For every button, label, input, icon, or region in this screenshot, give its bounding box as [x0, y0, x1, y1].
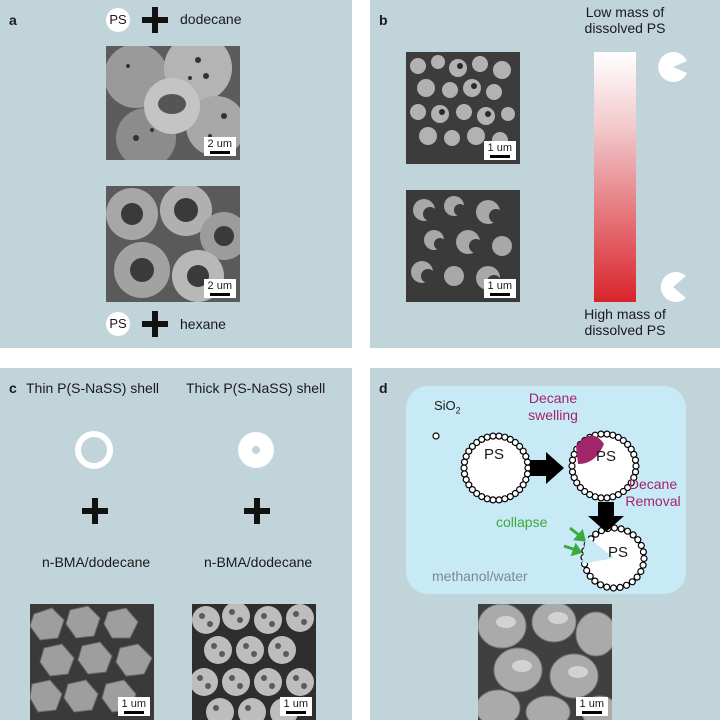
- scale-bar: 1 um: [575, 697, 608, 716]
- panel-a: a PS dodecane 2 um: [0, 0, 352, 348]
- plus-icon: [142, 7, 168, 33]
- scale-bar: 1 um: [483, 279, 516, 298]
- sem-image-hexane: 2 um: [106, 186, 240, 302]
- sem-image-dodecane: 2 um: [106, 46, 240, 160]
- plus-icon: [82, 498, 108, 524]
- scale-bar-label: 1 um: [283, 698, 308, 710]
- colloid-swelling-schematic: [432, 430, 648, 592]
- solvent-label-hexane: hexane: [180, 316, 226, 332]
- scale-bar-label: 1 um: [487, 142, 512, 154]
- scale-bar-label: 2 um: [207, 280, 232, 292]
- monomer-label-right: n-BMA/dodecane: [204, 554, 313, 570]
- sio2-bead-icon: [432, 432, 440, 440]
- thin-shell-particle-icon: [75, 431, 113, 469]
- pacman-large-opening-icon: [660, 272, 686, 302]
- arrow-down-icon: [588, 502, 624, 532]
- collapse-arrows-icon: [563, 526, 586, 557]
- decane-droplet-icon: [576, 435, 604, 464]
- ps-label: PS: [109, 316, 127, 331]
- high-mass-label: High mass of dissolved PS: [570, 306, 680, 338]
- sio2-subscript: 2: [455, 405, 461, 416]
- scale-bar: 1 um: [279, 697, 312, 716]
- decane-removal-line-1: Decane: [628, 476, 678, 492]
- panel-label: d: [379, 380, 388, 396]
- ps-particle-1-icon: [460, 432, 532, 504]
- low-mass-line-2: dissolved PS: [584, 20, 666, 36]
- collapse-label: collapse: [496, 514, 548, 530]
- plus-icon: [142, 311, 168, 337]
- methanol-water-label: methanol/water: [432, 568, 528, 584]
- scale-bar: 1 um: [483, 141, 516, 160]
- decane-swelling-line-2: swelling: [528, 407, 578, 423]
- ps-particle-icon: PS: [106, 312, 130, 336]
- decane-removal-line-2: Removal: [625, 493, 681, 509]
- solvent-label-dodecane: dodecane: [180, 11, 242, 27]
- panel-c: c Thin P(S-NaSS) shell Thick P(S-NaSS) s…: [0, 368, 352, 720]
- scale-bar: 1 um: [117, 697, 150, 716]
- scale-bar-label: 1 um: [487, 280, 512, 292]
- ps-label: PS: [109, 12, 127, 27]
- scale-bar: 2 um: [203, 137, 236, 156]
- decane-swelling-label: Decane swelling: [518, 390, 588, 424]
- thick-shell-particle-icon: [238, 432, 274, 468]
- panel-label: c: [9, 380, 17, 396]
- sem-image-high-mass: 1 um: [406, 190, 520, 302]
- monomer-label-left: n-BMA/dodecane: [42, 554, 151, 570]
- panel-d: d SiO2 Decane swelling PS PS Decane Remo…: [370, 368, 720, 720]
- ps-particle-icon: PS: [106, 8, 130, 32]
- panel-label: a: [9, 12, 17, 28]
- pacman-small-opening-icon: [658, 52, 687, 82]
- sio2-label: SiO2: [434, 398, 461, 416]
- decane-swelling-line-1: Decane: [528, 390, 578, 406]
- dissolved-mass-gradient-bar: [594, 52, 636, 302]
- ps-label-1: PS: [484, 446, 505, 463]
- thin-shell-label: Thin P(S-NaSS) shell: [26, 380, 160, 396]
- low-mass-line-1: Low mass of: [585, 4, 665, 20]
- collapse-dent-shape: [582, 536, 614, 564]
- low-mass-label: Low mass of dissolved PS: [570, 4, 680, 36]
- sem-image-collapsed-particles: 1 um: [478, 604, 612, 720]
- high-mass-line-2: dissolved PS: [584, 322, 666, 338]
- sem-image-thick-shell: 1 um: [192, 604, 316, 720]
- decane-removal-label: Decane Removal: [618, 476, 688, 510]
- ps-label-3: PS: [608, 544, 629, 561]
- scale-bar-label: 1 um: [121, 698, 146, 710]
- panel-label: b: [379, 12, 388, 28]
- sio2-text: SiO: [434, 398, 456, 413]
- plus-icon: [244, 498, 270, 524]
- sem-image-thin-shell: 1 um: [30, 604, 154, 720]
- ps-label-2: PS: [596, 448, 617, 465]
- scale-bar: 2 um: [203, 279, 236, 298]
- panel-b: b Low mass of dissolved PS 1 um: [370, 0, 720, 348]
- arrow-right-icon: [530, 452, 564, 484]
- thick-shell-label: Thick P(S-NaSS) shell: [186, 380, 326, 396]
- high-mass-line-1: High mass of: [584, 306, 666, 322]
- scale-bar-label: 2 um: [207, 138, 232, 150]
- scale-bar-label: 1 um: [579, 698, 604, 710]
- sem-image-low-mass: 1 um: [406, 52, 520, 164]
